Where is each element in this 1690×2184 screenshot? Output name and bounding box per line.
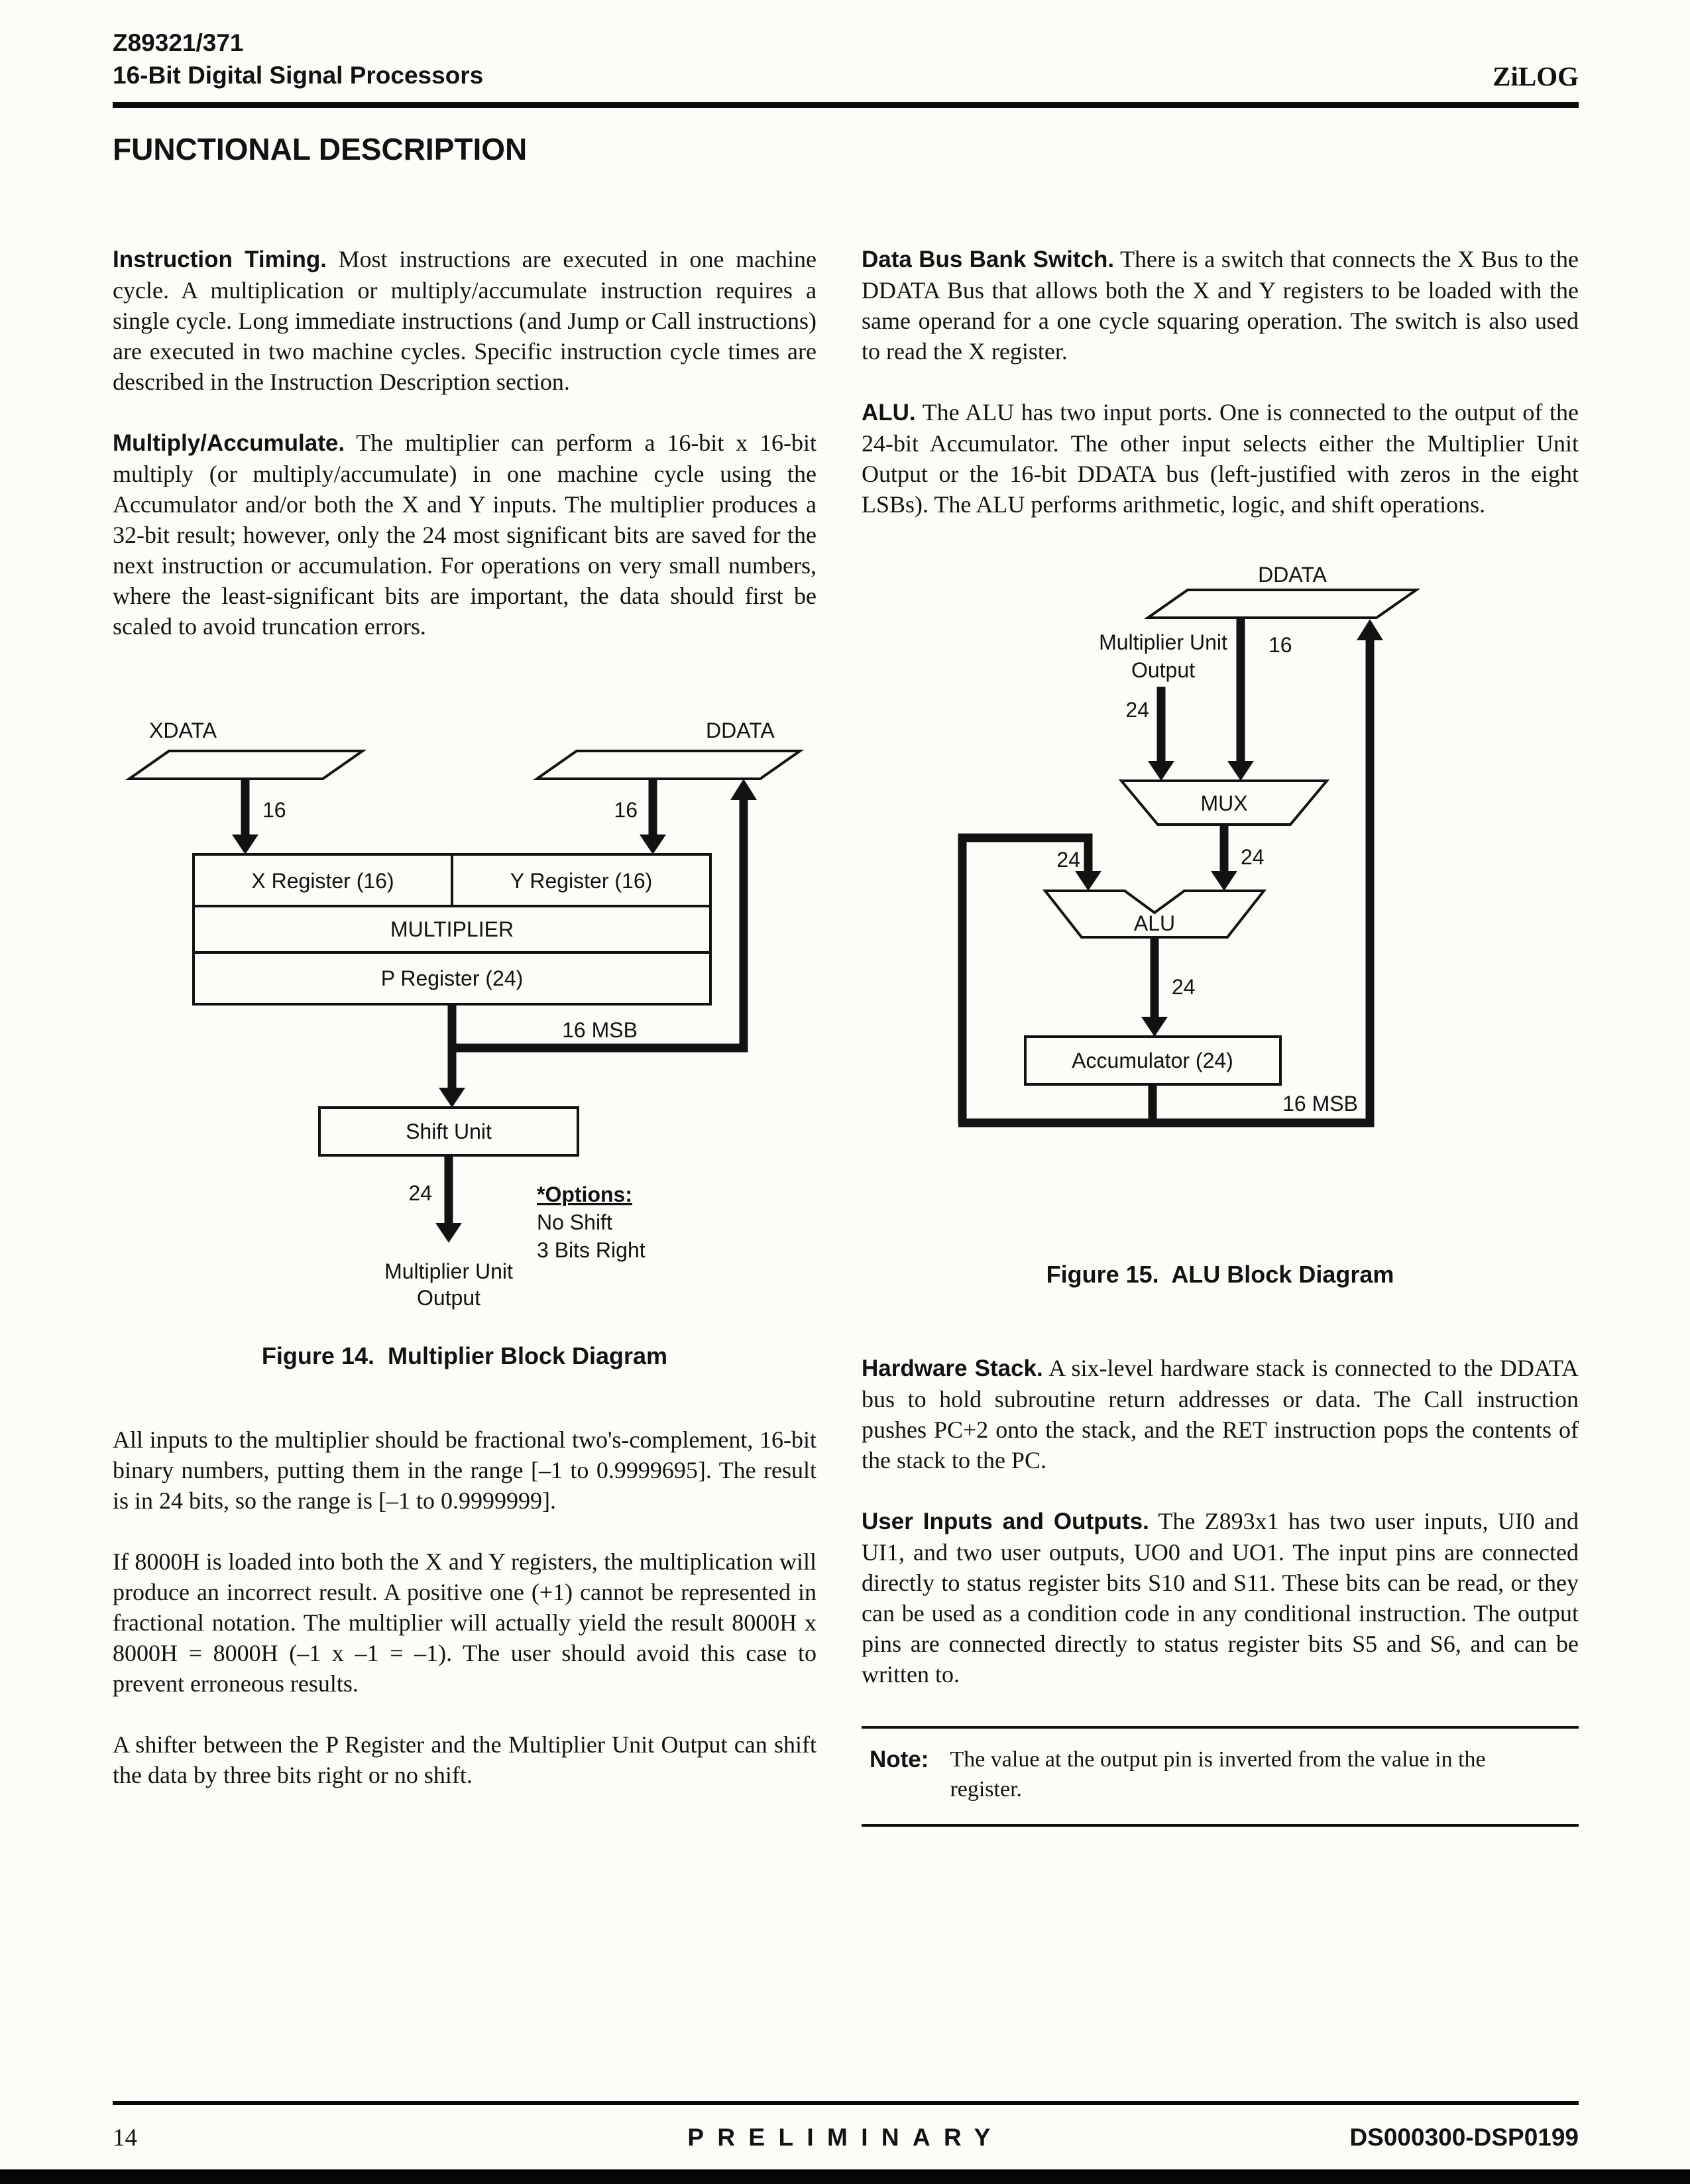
section-title: FUNCTIONAL DESCRIPTION (113, 132, 528, 166)
fig14-output-label-line1: Multiplier Unit (384, 1259, 513, 1283)
fig14-p-register-box (192, 951, 712, 1006)
fig14-multiplier-box (192, 905, 712, 954)
note-text: The value at the output pin is inverted … (950, 1747, 1486, 1802)
fig15-feedback-arrowhead (1075, 871, 1101, 891)
left-column: Instruction Timing. Most instructions ar… (113, 244, 817, 1821)
paragraph-lead: Hardware Stack. (862, 1355, 1043, 1381)
fig15-accumulator-feedback-wire (958, 833, 1093, 1123)
figure15-diagram: DDATA Multiplier Unit Output 16 24 MUX 2… (958, 563, 1421, 1127)
fig15-mu-arrowhead (1148, 761, 1174, 781)
fig14-feedback-wire (452, 799, 748, 1053)
fig14-x-register-label: X Register (16) (251, 869, 394, 893)
fig14-shift-output-arrowhead (435, 1223, 462, 1243)
fig14-xdata-label: XDATA (149, 718, 217, 742)
figure15-caption: Figure 15. ALU Block Diagram (1046, 1261, 1394, 1288)
paragraph-instruction-timing: Instruction Timing. Most instructions ar… (113, 244, 817, 397)
doc-number: DS000300-DSP0199 (1349, 2124, 1579, 2151)
fig15-alu-out-arrowhead (1141, 1017, 1168, 1037)
figure14: XDATA DDATA 16 16 X Register (16) Y Regi… (113, 705, 817, 1371)
right-column: Data Bus Bank Switch. There is a switch … (862, 244, 1579, 1827)
fig14-output-label-line2: Output (417, 1286, 480, 1310)
doc-id: Z89321/371 (113, 29, 244, 56)
fig15-alu-shape (1042, 890, 1267, 939)
fig15-alu-label: ALU (1134, 911, 1175, 935)
paragraph-user-inputs-outputs: User Inputs and Outputs. The Z893x1 has … (862, 1506, 1579, 1690)
paragraph-text: There is a switch that connects the X Bu… (862, 246, 1579, 365)
fig14-ddata-arrowhead (640, 834, 666, 854)
fig15-msb-arrowhead (1357, 619, 1383, 640)
paragraph-lead: Instruction Timing. (113, 247, 327, 272)
page-number: 14 (113, 2124, 137, 2152)
fig15-accumulator-label: Accumulator (24) (1072, 1049, 1233, 1072)
paragraph-shifter: A shifter between the P Register and the… (113, 1731, 817, 1788)
fig15-msb-label: 16 MSB (1282, 1092, 1358, 1116)
page-header: Z89321/371 16-Bit Digital Signal Process… (113, 27, 1579, 91)
fig15-ddata-width-label: 16 (1268, 633, 1292, 657)
fig15-mux-shape (1118, 779, 1330, 826)
paragraph-text: Most instructions are executed in one ma… (113, 246, 817, 395)
header-rule (113, 102, 1579, 108)
footer-rule (113, 2101, 1579, 2105)
fig14-msb-label: 16 MSB (562, 1018, 638, 1042)
fig14-p-output-arrowhead (439, 1088, 465, 1108)
paragraph-fractional-range: All inputs to the multiplier should be f… (113, 1426, 817, 1514)
fig15-msb-wire (958, 639, 1375, 1127)
fig14-xdata-arrowhead (232, 834, 258, 854)
fig14-options-title: *Options: (537, 1182, 632, 1206)
fig14-feedback-arrowhead (730, 779, 757, 800)
fig14-y-register-box (451, 853, 712, 907)
figure15: DDATA Multiplier Unit Output 16 24 MUX 2… (862, 550, 1579, 1290)
note-label: Note: (870, 1747, 929, 1772)
fig15-mux-out-arrowhead (1211, 871, 1237, 891)
paragraph-lead: User Inputs and Outputs. (862, 1509, 1149, 1534)
fig15-ddata-label: DDATA (1258, 563, 1327, 587)
fig14-ddata-label: DDATA (706, 718, 775, 742)
fig15-mu-output-label-line2: Output (1131, 658, 1195, 682)
paragraph-8000h-case: If 8000H is loaded into both the X and Y… (113, 1548, 817, 1697)
doc-subtitle: 16-Bit Digital Signal Processors (113, 62, 484, 89)
fig15-mu-output-label-line1: Multiplier Unit (1099, 630, 1227, 654)
paragraph-lead: Multiply/Accumulate. (113, 430, 345, 456)
fig14-ddata-bus (532, 750, 805, 780)
fig15-ddata-bus (1143, 589, 1421, 619)
fig14-xdata-width-label: 16 (262, 798, 286, 822)
fig14-y-register-label: Y Register (16) (510, 869, 653, 893)
paragraph-data-bus-bank-switch: Data Bus Bank Switch. There is a switch … (862, 244, 1579, 367)
brand-logo: ZiLOG (1493, 61, 1579, 91)
page-footer: 14 PRELIMINARY DS000300-DSP0199 (113, 2124, 1579, 2152)
fig15-ddata-arrowhead (1227, 761, 1254, 781)
fig14-multiplier-label: MULTIPLIER (390, 917, 514, 941)
paragraph-lead: ALU. (862, 400, 916, 426)
scan-edge-artifact (0, 2169, 1690, 2184)
fig15-mux-label: MUX (1200, 791, 1247, 815)
fig14-p-register-label: P Register (24) (381, 966, 524, 990)
fig14-shift-unit-box (318, 1106, 579, 1157)
paragraph-hardware-stack: Hardware Stack. A six-level hardware sta… (862, 1353, 1579, 1475)
fig15-alu-out-width-label: 24 (1172, 975, 1196, 999)
figure14-caption: Figure 14. Multiplier Block Diagram (261, 1342, 668, 1369)
fig15-mu-width-label: 24 (1125, 698, 1149, 722)
footer-status: PRELIMINARY (687, 2124, 1004, 2151)
paragraph-text: A six-level hardware stack is connected … (862, 1355, 1579, 1473)
paragraph-lead: Data Bus Bank Switch. (862, 247, 1115, 272)
fig15-feedback-width-label: 24 (1056, 848, 1080, 872)
fig14-shift-unit-label: Shift Unit (406, 1120, 492, 1143)
fig14-xdata-bus (125, 750, 367, 780)
paragraph-text: The multiplier can perform a 16-bit x 16… (113, 430, 817, 640)
fig15-mux-out-width-label: 24 (1241, 845, 1265, 869)
paragraph-multiply-accumulate: Multiply/Accumulate. The multiplier can … (113, 428, 817, 642)
fig14-option-no-shift: No Shift (537, 1210, 612, 1234)
figure14-diagram: XDATA DDATA 16 16 X Register (16) Y Regi… (125, 718, 805, 1310)
paragraph-text: The ALU has two input ports. One is conn… (862, 399, 1579, 518)
header-left: Z89321/371 16-Bit Digital Signal Process… (113, 27, 483, 91)
note-block: Note: The value at the output pin is inv… (862, 1726, 1579, 1827)
fig14-option-3bits-right: 3 Bits Right (537, 1238, 646, 1262)
fig14-ddata-width-label: 16 (614, 798, 638, 822)
fig14-output-width-label: 24 (408, 1181, 432, 1205)
paragraph-alu: ALU. The ALU has two input ports. One is… (862, 397, 1579, 520)
paragraph-text: The Z893x1 has two user inputs, UI0 and … (862, 1508, 1579, 1688)
